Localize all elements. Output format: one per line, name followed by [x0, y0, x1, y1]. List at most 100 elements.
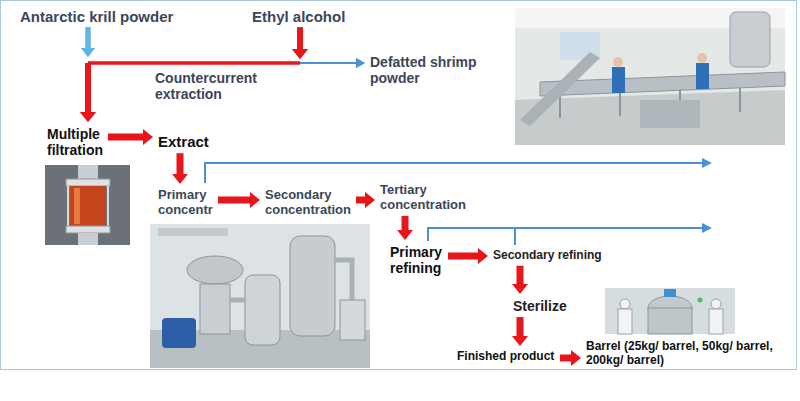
process-step: Primary refining	[390, 244, 444, 276]
flow-arrow	[218, 192, 260, 208]
filter-sight-glass-photo-part	[66, 226, 110, 233]
flow-arrow	[560, 350, 581, 366]
arrow-head	[512, 336, 528, 346]
arrow-head	[397, 230, 413, 240]
process-step: Ethyl alcohol	[252, 8, 347, 25]
evaporator-photo-part	[158, 228, 228, 236]
step-text: Secondary concentration	[265, 188, 352, 218]
process-note: Countercurrent extraction	[155, 70, 275, 102]
flow-arrow	[172, 153, 188, 184]
step-text: Secondary refining	[493, 249, 603, 263]
flow-arrow	[108, 129, 153, 145]
evaporator-photo-part	[245, 275, 280, 345]
arrow-head	[172, 174, 188, 184]
filter-sight-glass-photo-part	[78, 165, 98, 179]
arrow-head	[478, 248, 488, 264]
arrow-head	[81, 48, 95, 57]
evaporator-photo-part	[187, 256, 243, 284]
process-step: Finished product	[457, 350, 556, 364]
step-text: Extract	[158, 133, 210, 150]
arrow-shaft	[356, 197, 366, 204]
arrow-shaft	[517, 317, 524, 337]
leader-line-part	[702, 158, 712, 168]
arrow-shaft	[177, 153, 184, 175]
flow-arrow	[512, 266, 528, 294]
refining-room-photo-part	[648, 308, 692, 334]
process-step: Antarctic krill powder	[20, 8, 175, 25]
factory-photo-part	[696, 63, 709, 89]
factory-photo-part	[640, 100, 700, 128]
arrow-head	[292, 49, 308, 59]
flow-arrow	[448, 248, 488, 264]
process-step: Multiple filtration	[47, 126, 104, 158]
arrow-head	[250, 192, 260, 208]
step-text: Primary refining	[390, 244, 444, 276]
process-step: Barrel (25kg/ barrel, 50kg/ barrel, 200k…	[586, 340, 774, 368]
process-step: Primary concentr	[158, 188, 214, 218]
evaporator-photo-part	[340, 300, 365, 340]
leader-line-part	[428, 228, 704, 241]
process-step: Secondary concentration	[265, 188, 352, 218]
evaporator-photo-part	[200, 284, 230, 334]
factory-photo-part	[515, 8, 785, 145]
arrow-shaft	[85, 63, 91, 113]
arrow-shaft	[560, 355, 572, 362]
filter-sight-glass-photo-part	[66, 179, 110, 186]
factory-photo-part	[730, 12, 770, 67]
arrow-shaft	[448, 253, 479, 260]
factory-photo-part	[520, 52, 600, 126]
filter-sight-glass-photo	[45, 165, 130, 245]
evaporator-photo-part	[150, 224, 370, 368]
arrow-head	[80, 112, 96, 122]
evaporator-photo	[150, 224, 370, 368]
frame	[1, 1, 797, 370]
arrow-shaft	[86, 27, 91, 49]
arrow-head	[143, 129, 153, 145]
filter-sight-glass-photo-part	[78, 233, 98, 245]
arrow-head	[571, 350, 581, 366]
step-text: Defatted shrimp powder	[370, 54, 478, 86]
flow-arrow	[81, 27, 365, 68]
refining-room-photo-part	[711, 299, 721, 309]
arrow-shaft	[300, 62, 357, 64]
arrow-head	[365, 192, 375, 208]
arrow-shaft	[297, 27, 303, 50]
factory-photo-part	[697, 53, 707, 63]
evaporator-photo-part	[230, 260, 352, 300]
process-step: Secondary refining	[493, 249, 603, 263]
step-text: Finished product	[457, 350, 556, 364]
refining-room-photo-part	[664, 289, 676, 297]
process-step: Tertiary concentration	[380, 183, 467, 213]
arrow-shaft	[517, 266, 524, 285]
filter-sight-glass-photo-part	[107, 186, 109, 226]
arrow-head	[292, 49, 308, 59]
factory-photo-part	[613, 57, 623, 67]
step-text: Tertiary concentration	[380, 183, 467, 213]
flow-arrow	[356, 192, 375, 208]
arrow-shaft	[86, 27, 91, 49]
leader-line-part	[205, 163, 704, 183]
refining-room-photo-part	[620, 299, 630, 309]
arrow-shaft	[108, 134, 144, 141]
arrow-head	[81, 48, 95, 57]
arrow-head	[512, 284, 528, 294]
arrow-shaft	[402, 216, 409, 231]
process-step: Sterilize	[513, 298, 568, 314]
refining-room-photo	[605, 288, 735, 334]
flow-arrow	[397, 216, 413, 240]
arrow-shaft	[85, 63, 91, 113]
step-text: Primary concentr	[158, 188, 214, 218]
process-step: Defatted shrimp powder	[370, 54, 478, 86]
arrow-head	[356, 58, 365, 68]
factory-photo-part	[612, 67, 625, 93]
step-text: Multiple filtration	[47, 126, 104, 158]
leader-line	[205, 158, 712, 245]
step-text: Sterilize	[513, 298, 568, 314]
refining-room-photo-part	[698, 298, 703, 303]
step-text: Antarctic krill powder	[20, 8, 175, 25]
step-text: Barrel (25kg/ barrel, 50kg/ barrel, 200k…	[586, 340, 774, 368]
refining-room-photo-part	[709, 309, 723, 334]
evaporator-photo-part	[162, 318, 196, 348]
arrow-head	[356, 58, 365, 68]
